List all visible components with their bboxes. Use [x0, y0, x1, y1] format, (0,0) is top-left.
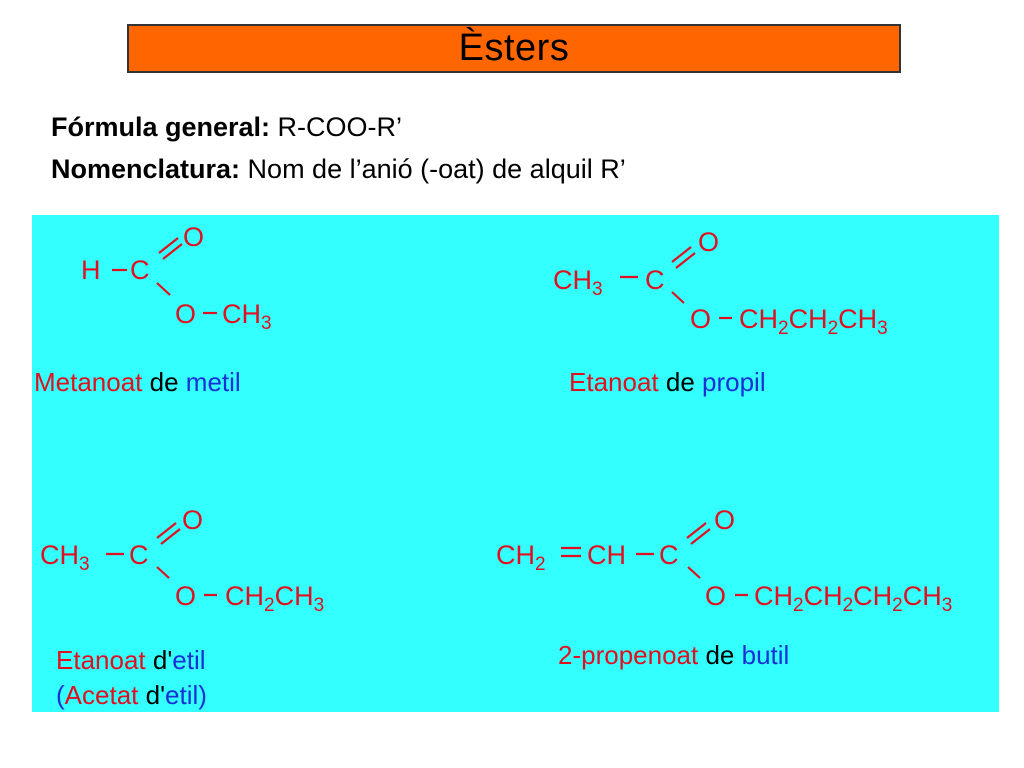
bond-double-a — [671, 246, 692, 263]
atom-ester-oxygen: O — [690, 304, 711, 334]
bond-double-b — [690, 528, 711, 545]
atom-carbon: C — [130, 255, 150, 285]
connector: de — [658, 367, 703, 397]
bond-double-a — [156, 522, 177, 539]
acid-part: Etanoat — [56, 645, 146, 675]
atom-h: H — [81, 255, 101, 285]
nomenclature-line: Nomenclatura: Nom de l’anió (-oat) de al… — [51, 154, 626, 185]
general-formula-line: Fórmula general: R-COO-R’ — [51, 112, 402, 143]
alkyl-group: CH2CH2CH3 — [739, 304, 888, 339]
structure-butyl-propenoate: CH2 CH C O O CH2CH2CH2CH3 — [496, 505, 952, 616]
paren-open: ( — [56, 680, 65, 710]
page-title: Èsters — [458, 27, 570, 69]
atom-carbon: C — [659, 540, 679, 570]
structure-ethyl-ethanoate: CH3 C O O CH2CH3 — [40, 505, 324, 616]
acid-part: 2-propenoat — [558, 640, 699, 670]
structure-propyl-ethanoate: CH3 C O O CH2CH2CH3 — [553, 227, 888, 339]
structure-methyl-methanoate: H C O O CH3 — [81, 222, 272, 334]
general-formula-value: R-COO-R’ — [270, 112, 403, 142]
alkyl-part: etil — [172, 645, 206, 675]
alt-name-ethyl-acetate: (Acetat d'etil) — [56, 680, 207, 710]
alkyl-part: propil — [702, 367, 766, 397]
connector: de — [698, 640, 742, 670]
bond-double-a — [686, 522, 707, 539]
atom-ester-oxygen: O — [175, 581, 196, 611]
alkyl-part: butil — [741, 640, 790, 670]
name-butyl-propenoate: 2-propenoat de butil — [558, 640, 789, 670]
bond-single — [687, 566, 701, 579]
alkyl-group: CH2CH3 — [225, 581, 324, 616]
examples-panel: H C O O CH3 CH3 C O O — [32, 215, 999, 712]
bond-double-b — [162, 243, 183, 260]
connector: de — [142, 367, 186, 397]
general-formula-label: Fórmula general: — [51, 112, 271, 142]
alkyl-part: metil — [185, 367, 241, 397]
atom-carbonyl-oxygen: O — [182, 505, 203, 535]
bond-double-b — [160, 528, 181, 545]
alkyl-group: CH3 — [222, 299, 272, 334]
structures-drawing: H C O O CH3 CH3 C O O — [40, 222, 952, 616]
acid-part: Etanoat — [569, 367, 659, 397]
name-ethyl-ethanoate: Etanoat d'etil — [56, 645, 206, 675]
atom-carbon: C — [645, 265, 665, 295]
vinyl-group: CH2 — [496, 540, 546, 575]
bond-single — [156, 566, 170, 579]
bond-single — [156, 282, 171, 296]
acyl-group: CH3 — [553, 265, 603, 300]
nomenclature-label: Nomenclatura: — [51, 154, 241, 184]
name-methyl-methanoate: Metanoat de metil — [34, 367, 241, 397]
connector: d' — [138, 680, 166, 710]
bond-double-a — [158, 237, 179, 254]
acyl-group: CH3 — [40, 540, 90, 575]
acid-part: Metanoat — [34, 367, 143, 397]
atom-carbon: C — [129, 540, 149, 570]
atom-carbonyl-oxygen: O — [714, 505, 735, 535]
nomenclature-value: Nom de l’anió (-oat) de alquil R’ — [240, 154, 626, 184]
name-propyl-ethanoate: Etanoat de propil — [569, 367, 766, 397]
methine-group: CH — [587, 540, 626, 570]
paren-close: ) — [198, 680, 207, 710]
alkyl-part: etil — [165, 680, 199, 710]
acid-part: Acetat — [64, 680, 139, 710]
bond-single — [671, 291, 685, 304]
atom-ester-oxygen: O — [705, 581, 726, 611]
alkyl-group: CH2CH2CH2CH3 — [754, 581, 952, 616]
atom-carbonyl-oxygen: O — [183, 222, 204, 252]
connector: d' — [145, 645, 173, 675]
title-banner: Èsters — [127, 24, 901, 73]
atom-ester-oxygen: O — [175, 299, 196, 329]
bond-double-b — [675, 252, 696, 269]
atom-carbonyl-oxygen: O — [698, 227, 719, 257]
